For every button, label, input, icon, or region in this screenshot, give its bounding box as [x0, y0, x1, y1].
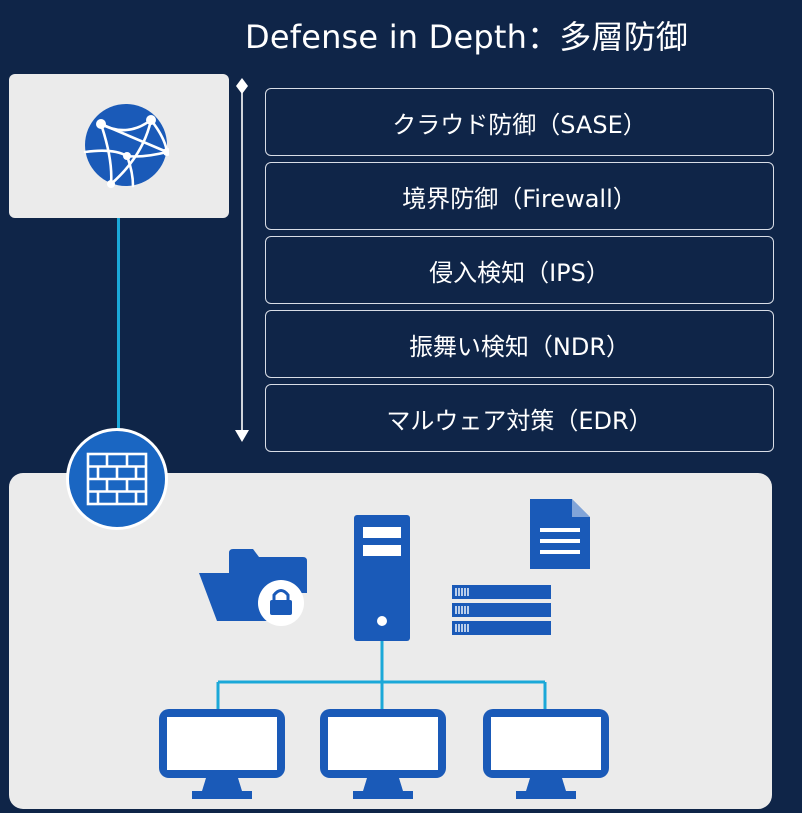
network-lines [216, 631, 547, 709]
document-icon [530, 499, 590, 569]
internet-panel [9, 74, 229, 218]
internal-network-panel [9, 473, 772, 809]
layer-firewall: 境界防御（Firewall） [265, 162, 774, 230]
monitor-icon [320, 709, 446, 799]
defense-layers: クラウド防御（SASE） 境界防御（Firewall） 侵入検知（IPS） 振舞… [265, 88, 774, 458]
connector-line [117, 218, 120, 432]
layer-sase: クラウド防御（SASE） [265, 88, 774, 156]
page-title: Defense in Depth：多層防御 [245, 18, 689, 56]
monitor-icon [483, 709, 609, 799]
firewall-icon [86, 452, 148, 506]
layer-ips: 侵入検知（IPS） [265, 236, 774, 304]
locked-folder-icon [199, 549, 307, 626]
depth-arrow [235, 78, 249, 442]
monitor-icon [159, 709, 285, 799]
layer-ndr: 振舞い検知（NDR） [265, 310, 774, 378]
globe-icon [83, 104, 169, 188]
firewall-badge [66, 428, 168, 530]
server-tower-icon [354, 515, 410, 641]
layer-edr: マルウェア対策（EDR） [265, 384, 774, 452]
storage-rack-icon [452, 585, 551, 635]
